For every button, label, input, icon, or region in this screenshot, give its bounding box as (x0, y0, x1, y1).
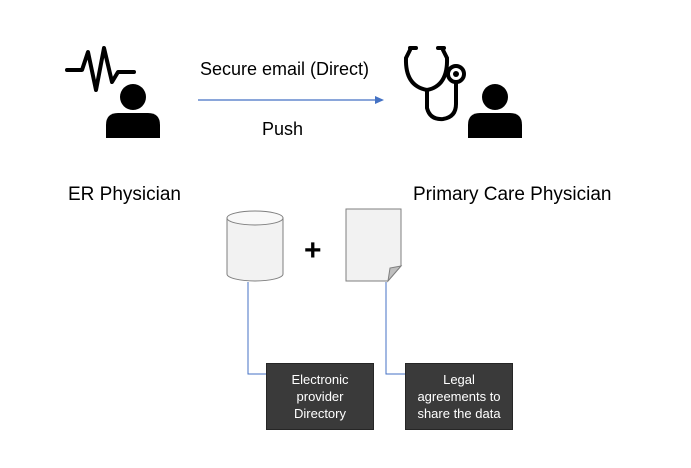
agreements-callout-line: agreements to (417, 389, 501, 404)
primary-care-physician-person-icon (468, 84, 522, 138)
directory-callout-line: provider (296, 389, 344, 404)
er-physician-label: ER Physician (68, 184, 181, 205)
agreements-callout-line: Legal (443, 372, 475, 387)
agreements-connector-line (385, 282, 405, 375)
directory-callout: Electronic provider Directory (266, 363, 374, 430)
push-arrow (198, 96, 384, 104)
agreements-callout-line: share the data (417, 406, 501, 421)
primary-care-physician-label: Primary Care Physician (413, 184, 612, 205)
flow-channel-label: Secure email (Direct) (200, 59, 370, 79)
agreements-callout: Legal agreements to share the data (405, 363, 513, 430)
database-cylinder-icon (226, 210, 284, 282)
document-page-icon (345, 208, 403, 283)
flow-mode-label: Push (262, 119, 304, 139)
stethoscope-icon (403, 46, 466, 122)
directory-callout-line: Directory (293, 406, 346, 421)
heartbeat-icon (65, 46, 136, 92)
directory-connector-line (247, 282, 266, 375)
plus-operator: + (304, 234, 322, 267)
directory-callout-line: Electronic (291, 372, 349, 387)
er-physician-person-icon (106, 84, 160, 138)
